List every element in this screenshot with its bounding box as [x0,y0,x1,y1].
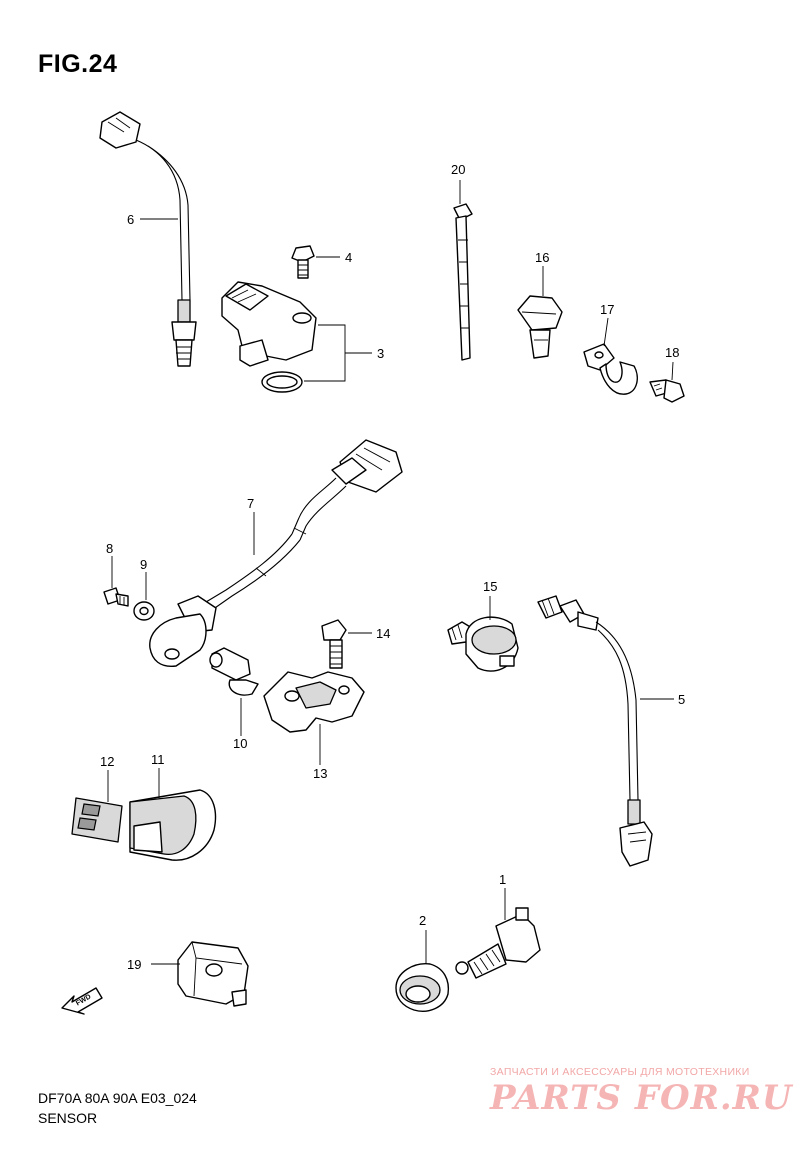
callout-6: 6 [127,212,134,227]
part-10-collar [209,647,259,696]
part-3-map-sensor [221,281,317,393]
callout-20: 20 [451,162,465,177]
callout-19: 19 [127,957,141,972]
part-12-label [71,797,123,843]
callout-3: 3 [377,346,384,361]
callout-4: 4 [345,250,352,265]
callout-15: 15 [483,579,497,594]
part-1-sensor [455,907,541,979]
part-16-clip [517,295,563,359]
watermark-logo: PARTS FOR.RU [490,1078,793,1118]
callout-18: 18 [665,345,679,360]
figure-title: FIG.24 [38,50,118,78]
part-4-bolt [291,245,315,279]
part-2-grommet [395,963,450,1012]
callout-10: 10 [233,736,247,751]
callout-1: 1 [499,872,506,887]
part-11-cover [129,789,217,861]
part-19-rubber-block [177,941,249,1007]
callout-16: 16 [535,250,549,265]
callout-5: 5 [678,692,685,707]
part-15-knock-sensor [447,616,519,672]
section-name: SENSOR [38,1110,98,1126]
callout-9: 9 [140,557,147,572]
callout-17: 17 [600,302,614,317]
callout-11: 11 [151,752,165,767]
callout-14: 14 [376,626,390,641]
callout-7: 7 [247,496,254,511]
part-14-bolt [321,619,347,669]
part-18-bolt [649,379,685,403]
part-13-bracket [263,671,365,733]
part-20-cable-tie [453,203,473,361]
callout-13: 13 [313,766,327,781]
part-17-clamp [583,343,638,395]
part-5-temp-sensor [537,595,653,867]
callout-2: 2 [419,913,426,928]
part-9-washer [133,601,155,621]
part-7-sensor-harness [149,439,403,667]
callout-12: 12 [100,754,114,769]
part-6-sensor-cable [99,111,197,367]
callout-8: 8 [106,541,113,556]
watermark-tagline: ЗАПЧАСТИ И АКСЕССУАРЫ ДЛЯ МОТОТЕХНИКИ [490,1066,750,1078]
part-8-bolt [103,587,129,607]
fwd-arrow-icon: FWD [61,987,103,1015]
diagram-code: DF70A 80A 90A E03_024 [38,1090,197,1106]
